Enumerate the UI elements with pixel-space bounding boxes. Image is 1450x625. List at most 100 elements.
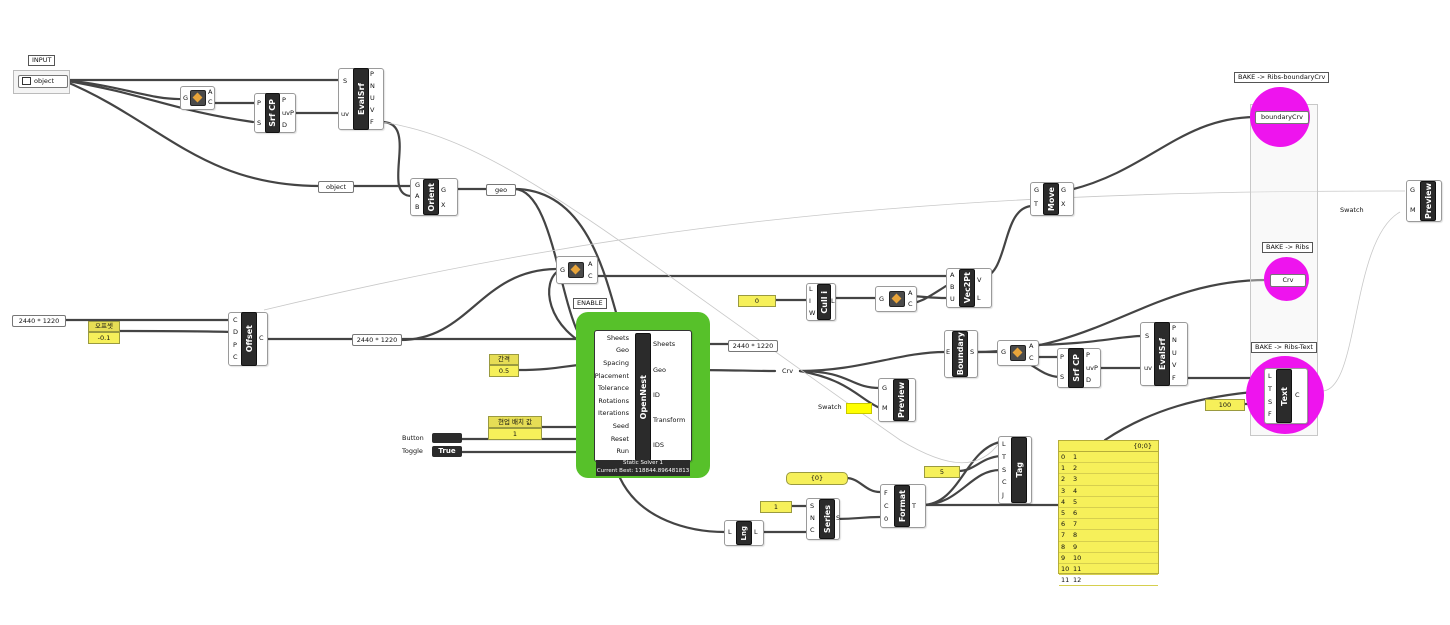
output-t[interactable]: T	[912, 502, 916, 510]
output-n[interactable]: N	[1172, 336, 1177, 344]
offset-slider[interactable]: -0.1	[88, 332, 120, 344]
output-c[interactable]: C	[588, 272, 593, 280]
output-ids[interactable]: IDS	[653, 441, 665, 449]
output-v[interactable]: V	[977, 276, 982, 284]
output-g[interactable]: G	[441, 186, 447, 194]
swatch-color[interactable]	[846, 403, 872, 414]
input-s[interactable]: S	[257, 119, 262, 127]
series-component[interactable]: S N C Series S	[806, 498, 840, 540]
toggle-control[interactable]: True	[432, 446, 462, 457]
input-s[interactable]: S	[343, 77, 348, 85]
input-b[interactable]: B	[415, 203, 420, 211]
output-c[interactable]: C	[1029, 354, 1034, 362]
input-m[interactable]: M	[882, 404, 888, 412]
output-l[interactable]: L	[977, 294, 981, 302]
input-t[interactable]: T	[1034, 200, 1038, 208]
input-g[interactable]: G	[560, 266, 566, 274]
input-f[interactable]: F	[884, 489, 888, 497]
vec2pt-component[interactable]: A B U Vec2Pt V L	[946, 268, 992, 308]
input-rotations[interactable]: Rotations	[598, 397, 629, 405]
preview-component-mid[interactable]: G M Preview	[878, 378, 916, 422]
input-tolerance[interactable]: Tolerance	[598, 384, 629, 392]
input-geo[interactable]: Geo	[615, 346, 629, 354]
input-t[interactable]: T	[1268, 385, 1272, 393]
input-sheets[interactable]: Sheets	[606, 334, 629, 342]
input-c[interactable]: C	[884, 502, 889, 510]
input-s[interactable]: S	[1145, 332, 1150, 340]
output-v[interactable]: V	[370, 106, 375, 114]
input-a[interactable]: A	[950, 271, 955, 279]
output-x[interactable]: X	[1061, 200, 1066, 208]
geo-param[interactable]: geo	[486, 184, 516, 196]
area-component-top[interactable]: G A C	[180, 86, 215, 110]
sheet-size-panel-left[interactable]: 2440 * 1220	[12, 315, 66, 327]
output-n[interactable]: N	[370, 82, 375, 90]
input-s[interactable]: S	[1268, 398, 1273, 406]
input-iterations[interactable]: Iterations	[598, 409, 629, 417]
output-a[interactable]: A	[908, 289, 913, 297]
input-c[interactable]: C	[233, 316, 238, 324]
crv-param[interactable]: Crv	[782, 367, 794, 375]
tag-size-slider[interactable]: 5	[924, 466, 960, 478]
input-l[interactable]: L	[1002, 440, 1006, 448]
preview-component-top[interactable]: G M Preview	[1406, 180, 1442, 222]
input-g[interactable]: G	[183, 94, 189, 102]
area-component-mid[interactable]: G A C	[556, 256, 598, 284]
input-g[interactable]: G	[1001, 348, 1007, 356]
output-uvp[interactable]: uvP	[1086, 364, 1098, 372]
input-g[interactable]: G	[1034, 186, 1040, 194]
output-c[interactable]: C	[1295, 391, 1300, 399]
output-a[interactable]: A	[588, 260, 593, 268]
output-id[interactable]: ID	[653, 391, 660, 399]
output-f[interactable]: F	[370, 118, 374, 126]
input-l[interactable]: L	[809, 285, 813, 293]
output-s[interactable]: S	[970, 348, 975, 356]
srfcp-component-b[interactable]: P S Srf CP P uvP D	[1057, 348, 1101, 388]
output-geo[interactable]: Geo	[653, 366, 667, 374]
output-a[interactable]: A	[208, 88, 213, 96]
output-transform[interactable]: Transform	[653, 416, 686, 424]
input-a[interactable]: A	[415, 192, 420, 200]
input-j[interactable]: J	[1002, 491, 1004, 499]
input-b[interactable]: B	[950, 283, 955, 291]
input-e[interactable]: E	[946, 348, 951, 356]
output-sheets[interactable]: Sheets	[653, 340, 676, 348]
input-g[interactable]: G	[882, 384, 888, 392]
output-u[interactable]: U	[1172, 349, 1177, 357]
move-component[interactable]: G T Move G X	[1030, 182, 1074, 216]
evalsrf-component-top[interactable]: S uv EvalSrf P N U V F	[338, 68, 384, 130]
input-run[interactable]: Run	[616, 447, 629, 455]
input-s[interactable]: S	[1060, 373, 1065, 381]
output-a[interactable]: A	[1029, 342, 1034, 350]
input-seed[interactable]: Seed	[612, 422, 629, 430]
input-f[interactable]: F	[1268, 410, 1272, 418]
tag-component[interactable]: L T S C J Tag	[998, 436, 1032, 504]
button-control[interactable]	[432, 433, 462, 443]
evalsrf-component-b[interactable]: S uv EvalSrf P N U V F	[1140, 322, 1188, 386]
output-p[interactable]: P	[1172, 324, 1176, 332]
input-c[interactable]: C	[810, 526, 815, 534]
input-g[interactable]: G	[879, 295, 885, 303]
offset-component[interactable]: C D P C Offset C	[228, 312, 268, 366]
output-c[interactable]: C	[259, 334, 264, 342]
sheet-size-panel-mid[interactable]: 2440 * 1220	[352, 334, 402, 346]
area-component-right[interactable]: G A C	[875, 286, 917, 312]
output-s[interactable]: S	[836, 514, 841, 522]
output-p[interactable]: P	[1086, 351, 1090, 359]
boundary-component[interactable]: E Boundary S	[944, 330, 978, 378]
object-param[interactable]: object	[18, 75, 68, 88]
input-d[interactable]: D	[233, 328, 239, 336]
text-component[interactable]: L T S F Text C	[1264, 368, 1308, 424]
length-component[interactable]: L Lng L	[724, 520, 764, 546]
text-size-slider[interactable]: 100	[1205, 399, 1245, 411]
output-p[interactable]: P	[282, 96, 286, 104]
output-u[interactable]: U	[370, 94, 375, 102]
input-t[interactable]: T	[1002, 453, 1006, 461]
output-c[interactable]: C	[908, 300, 913, 308]
output-d[interactable]: D	[282, 121, 288, 129]
input-l[interactable]: L	[1268, 372, 1272, 380]
area-component-b[interactable]: G A C	[997, 340, 1039, 366]
output-l[interactable]: L	[831, 297, 835, 305]
series-start-slider[interactable]: 1	[760, 501, 792, 513]
